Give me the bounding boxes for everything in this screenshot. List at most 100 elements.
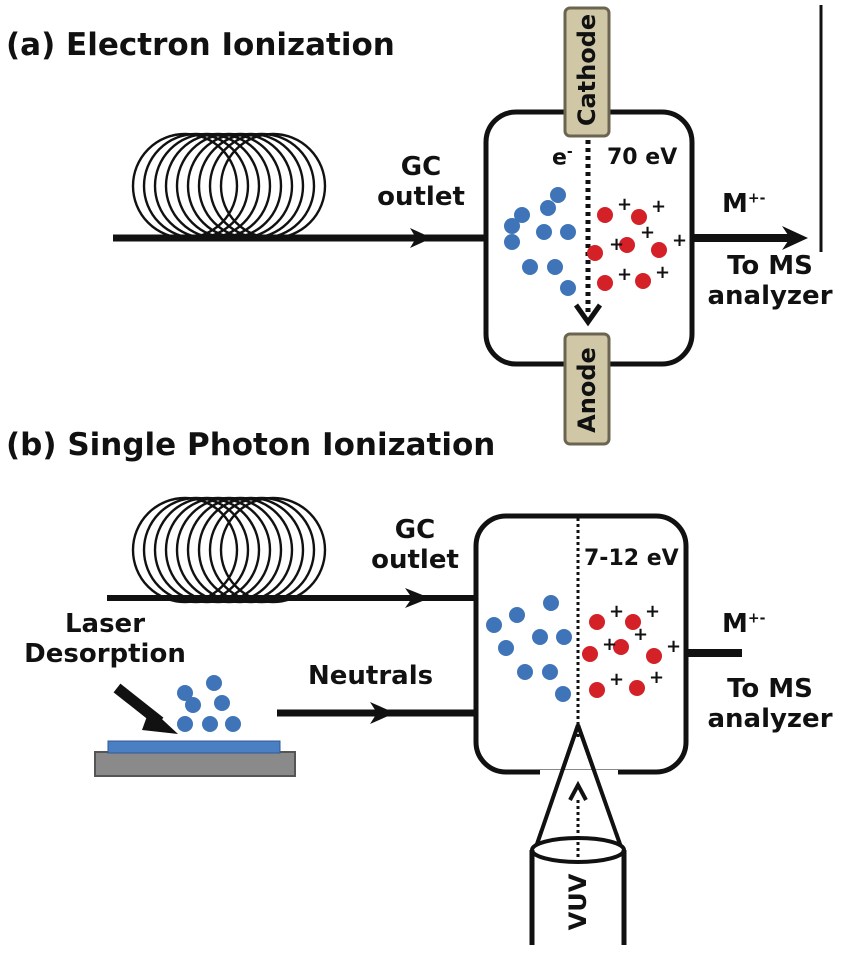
coil-loop bbox=[153, 132, 261, 240]
neutral-molecule bbox=[560, 224, 576, 240]
coil-loop bbox=[208, 496, 316, 604]
charge-mark: + bbox=[645, 601, 660, 622]
charge-mark: + bbox=[602, 634, 617, 655]
neutral-molecule bbox=[514, 207, 530, 223]
gc-label: GC bbox=[400, 152, 442, 182]
laser-desorption-label: Laser Desorption bbox=[20, 609, 190, 670]
neutral-molecule bbox=[556, 629, 572, 645]
desorbed-molecule bbox=[206, 675, 222, 691]
coil-loop bbox=[142, 132, 250, 240]
vuv-label: VUV bbox=[564, 873, 592, 931]
ion bbox=[625, 614, 641, 630]
desorbed-molecule bbox=[214, 695, 230, 711]
to-ms-label-b: To MS analyzer bbox=[695, 674, 845, 735]
cathode bbox=[563, 6, 611, 138]
neutral-molecule bbox=[504, 218, 520, 234]
particles-b: +++++++ bbox=[177, 595, 681, 732]
charge-mark: + bbox=[633, 624, 648, 645]
ion bbox=[631, 209, 647, 225]
sample-layer bbox=[107, 740, 281, 754]
electron-charge: - bbox=[566, 144, 573, 160]
laser-line1: Laser bbox=[64, 609, 146, 639]
charge-mark: + bbox=[655, 262, 670, 283]
ion-label-a: M+- bbox=[722, 189, 766, 220]
anode bbox=[563, 332, 611, 446]
gc-label: GC bbox=[394, 515, 436, 545]
ion-charge: +- bbox=[747, 610, 766, 627]
arrow-icon bbox=[370, 702, 395, 724]
ion bbox=[613, 639, 629, 655]
coil-loop bbox=[175, 496, 283, 604]
laser-line2: Desorption bbox=[24, 638, 186, 669]
arrow-icon bbox=[568, 780, 588, 801]
ion-symbol: M bbox=[722, 189, 748, 219]
neutral-molecule bbox=[498, 640, 514, 656]
gc-column-coil-a bbox=[131, 132, 327, 240]
neutral-molecule bbox=[560, 280, 576, 296]
charge-mark: + bbox=[651, 196, 666, 217]
to-ms-line2: analyzer bbox=[707, 280, 833, 311]
to-ms-line2: analyzer bbox=[707, 703, 833, 734]
ion bbox=[589, 614, 605, 630]
coil-loop bbox=[153, 496, 261, 604]
ion bbox=[587, 245, 603, 261]
neutral-molecule bbox=[532, 629, 548, 645]
neutral-molecule bbox=[550, 187, 566, 203]
ion bbox=[629, 680, 645, 696]
desorbed-molecule bbox=[177, 716, 193, 732]
desorbed-molecule bbox=[177, 685, 193, 701]
energy-label-a: 70 eV bbox=[607, 145, 678, 170]
neutral-molecule bbox=[509, 607, 525, 623]
neutral-molecule bbox=[517, 664, 533, 680]
cathode-label: Cathode bbox=[573, 13, 601, 127]
ion bbox=[582, 646, 598, 662]
desorbed-molecule bbox=[225, 716, 241, 732]
charge-mark: + bbox=[609, 669, 624, 690]
ion bbox=[597, 275, 613, 291]
ion bbox=[597, 207, 613, 223]
coil-loop bbox=[164, 132, 272, 240]
electron-symbol: e bbox=[552, 145, 567, 171]
ion bbox=[589, 682, 605, 698]
gc-column-coil-b bbox=[131, 496, 327, 604]
neutral-molecule bbox=[543, 595, 559, 611]
coil-loop bbox=[142, 496, 250, 604]
arrow-icon bbox=[782, 226, 808, 250]
arrow-icon bbox=[410, 228, 432, 248]
charge-mark: + bbox=[672, 230, 687, 251]
charge-mark: + bbox=[666, 636, 681, 657]
arrow-icon bbox=[405, 588, 430, 608]
coil-loop bbox=[208, 132, 316, 240]
neutral-molecule bbox=[540, 200, 556, 216]
desorbed-molecule bbox=[185, 697, 201, 713]
desorbed-molecule bbox=[202, 716, 218, 732]
ion-charge: +- bbox=[747, 190, 766, 207]
coil-loop bbox=[186, 496, 294, 604]
panel-a-title: (a) Electron Ionization bbox=[6, 27, 395, 63]
gc-outlet-label-a: GC outlet bbox=[366, 152, 476, 213]
coil-loop bbox=[219, 496, 327, 604]
coil-loop bbox=[164, 496, 272, 604]
neutral-molecule bbox=[542, 664, 558, 680]
anode-label: Anode bbox=[573, 347, 601, 433]
charge-mark: + bbox=[617, 264, 632, 285]
charge-mark: + bbox=[609, 234, 624, 255]
coil-loop bbox=[197, 132, 305, 240]
arrow-icon bbox=[573, 303, 603, 327]
outlet-label: outlet bbox=[377, 181, 465, 212]
coil-loop bbox=[197, 496, 305, 604]
charge-mark: + bbox=[640, 222, 655, 243]
coil-loop bbox=[186, 132, 294, 240]
panel-b-title: (b) Single Photon Ionization bbox=[6, 427, 496, 463]
neutral-molecule bbox=[547, 259, 563, 275]
to-ms-line1: To MS bbox=[727, 251, 813, 281]
neutral-molecule bbox=[522, 259, 538, 275]
energy-label-b: 7-12 eV bbox=[584, 546, 679, 571]
neutral-molecule bbox=[486, 617, 502, 633]
neutrals-label: Neutrals bbox=[308, 661, 434, 691]
ion bbox=[635, 273, 651, 289]
ion bbox=[619, 237, 635, 253]
charge-mark: + bbox=[649, 667, 664, 688]
gc-outlet-label-b: GC outlet bbox=[360, 515, 470, 576]
